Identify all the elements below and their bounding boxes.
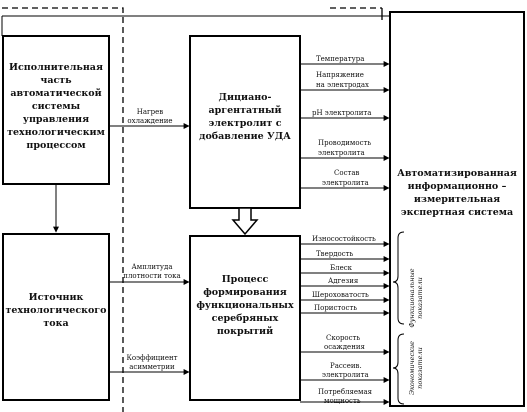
svg-text:экспертная система: экспертная система xyxy=(401,207,513,218)
electrolyte-block xyxy=(189,35,301,209)
output-label-deposition-rate-1: Скорость xyxy=(326,334,360,342)
svg-text:электролит с: электролит с xyxy=(209,118,282,129)
output-label-scattering-1: Рассеив. xyxy=(330,362,362,370)
svg-text:Процесс: Процесс xyxy=(222,274,269,285)
functional-bracket xyxy=(392,231,405,325)
output-label-wear: Износостойкость xyxy=(312,235,376,243)
source-block xyxy=(2,233,110,401)
output-label-porosity: Пористость xyxy=(314,304,357,312)
electrolyte-to-process-arrow xyxy=(231,207,259,236)
source-label: Источник технологического тока xyxy=(6,292,107,329)
output-label-roughness: Шероховатость xyxy=(312,291,369,299)
executive-label: Исполнительная часть автоматической сист… xyxy=(7,62,105,151)
output-label-power-1: Потребляемая xyxy=(318,388,373,396)
expert-label: Автоматизированная информационно – измер… xyxy=(397,168,517,218)
svg-text:измерительная: измерительная xyxy=(414,194,500,205)
electrolyte-label: Дициано- аргентатный электролит с добавл… xyxy=(199,92,291,142)
svg-text:процессом: процессом xyxy=(26,140,85,151)
output-label-hardness: Твердость xyxy=(316,250,354,258)
current-density-label: Амплитуда плотности тока xyxy=(123,263,180,280)
output-label-power-2: мощность xyxy=(324,397,361,405)
output-label-gloss: Блеск xyxy=(330,264,353,272)
executive-block xyxy=(2,35,110,185)
svg-text:охлаждение: охлаждение xyxy=(127,117,172,125)
svg-text:технологического: технологического xyxy=(6,305,107,316)
svg-text:часть: часть xyxy=(40,75,72,86)
svg-text:Нагрев: Нагрев xyxy=(137,108,164,116)
output-label-temperature: Температура xyxy=(316,55,364,63)
process-block xyxy=(189,235,301,401)
svg-text:серебряных: серебряных xyxy=(212,313,279,324)
electrolyte-outputs: Температура Напряжение на электродах pH … xyxy=(300,55,390,191)
economic-label-1: Экономические xyxy=(408,341,416,395)
svg-text:автоматической: автоматической xyxy=(10,88,101,99)
output-label-conductivity-2: электролита xyxy=(318,149,365,157)
process-label: Процесс формирования функциональных сере… xyxy=(196,274,294,337)
coefficient-label: Коэффициент асимметрии xyxy=(126,354,177,371)
svg-text:технологическим: технологическим xyxy=(7,127,105,138)
svg-text:информационно –: информационно – xyxy=(408,181,507,192)
svg-text:асимметрии: асимметрии xyxy=(129,363,175,371)
output-label-ph: pH электролита xyxy=(312,109,371,117)
svg-text:добавление УДА: добавление УДА xyxy=(199,131,291,142)
functional-label-1: Функциональные xyxy=(408,268,416,327)
process-outputs: Износостойкость Твердость Блеск Адгезия … xyxy=(300,235,390,405)
output-label-voltage-1: Напряжение xyxy=(316,71,364,79)
economic-bracket xyxy=(392,333,405,405)
output-label-conductivity-1: Проводимость xyxy=(318,139,371,147)
svg-text:тока: тока xyxy=(43,318,68,329)
output-label-voltage-2: на электродах xyxy=(316,81,369,89)
svg-text:Источник: Источник xyxy=(29,292,84,303)
svg-text:формирования: формирования xyxy=(203,287,287,298)
svg-text:системы: системы xyxy=(32,101,81,112)
svg-text:Амплитуда: Амплитуда xyxy=(132,263,173,271)
svg-text:плотности тока: плотности тока xyxy=(123,272,180,280)
dashed-boundary-top xyxy=(2,7,124,412)
svg-text:Автоматизированная: Автоматизированная xyxy=(397,168,517,179)
output-label-deposition-rate-2: осаждения xyxy=(324,343,366,351)
svg-text:Дициано-: Дициано- xyxy=(219,92,272,103)
svg-text:Исполнительная: Исполнительная xyxy=(9,62,103,73)
economic-label-2: показатели xyxy=(416,347,424,389)
expert-block xyxy=(389,11,525,407)
output-label-composition-1: Состав xyxy=(334,169,360,177)
output-label-composition-2: электролита xyxy=(322,179,369,187)
svg-text:Коэффициент: Коэффициент xyxy=(126,354,177,362)
functional-label-2: показатели xyxy=(416,277,424,319)
svg-text:функциональных: функциональных xyxy=(196,300,294,311)
svg-text:аргентатный: аргентатный xyxy=(208,105,281,116)
svg-text:покрытий: покрытий xyxy=(217,326,273,337)
heating-label: Нагрев охлаждение xyxy=(127,108,172,125)
output-label-scattering-2: электролита xyxy=(322,371,369,379)
output-label-adhesion: Адгезия xyxy=(328,277,359,285)
svg-text:управления: управления xyxy=(23,114,89,125)
